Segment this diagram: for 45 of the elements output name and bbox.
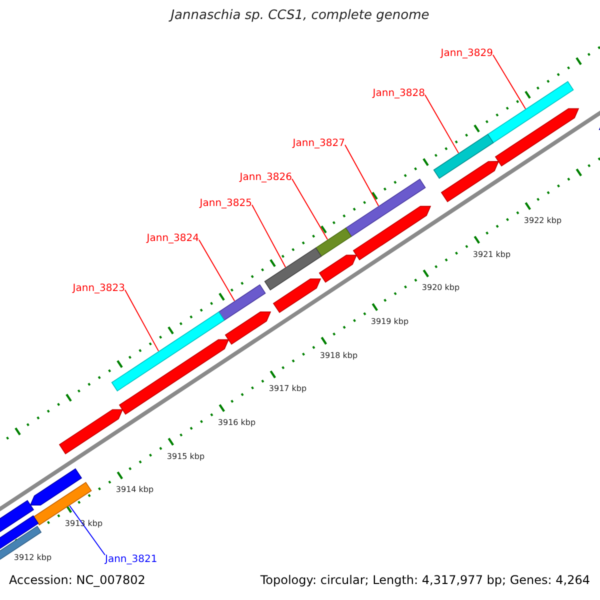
gene-label: Jann_3825: [200, 198, 252, 210]
gene-feature: [272, 278, 322, 314]
gene-feature: [30, 468, 82, 506]
gene-bar: [345, 178, 426, 237]
gene-feature: [494, 108, 580, 167]
leader-line: [69, 505, 106, 556]
gene-label: Jann_3826: [240, 172, 292, 184]
gene-feature: [0, 500, 34, 534]
scale-label: 3918 kbp: [320, 350, 358, 360]
scale-label: 3919 kbp: [370, 317, 409, 326]
scale-label: 3920 kbp: [422, 283, 460, 293]
gene-feature: [58, 409, 124, 454]
gene-bar: [218, 284, 266, 321]
footer-text: Accession: NC_007802: [9, 574, 146, 588]
scale-label: 3914 kbp: [116, 485, 154, 495]
scale-label: 3922 kbp: [524, 216, 562, 226]
gene-feature: [318, 254, 358, 283]
scale-label: 3921 kbp: [472, 250, 511, 259]
footer-text: Topology: circular; Length: 4,317,977 bp; Genes: 4,264: [260, 574, 590, 588]
gene-label: Jann_3821: [105, 554, 158, 566]
scale-label: 3916 kbp: [218, 418, 256, 428]
leader-line: [252, 204, 286, 268]
scale-label: 3915 kbp: [166, 452, 205, 461]
gene-label: Jann_3824: [146, 233, 199, 244]
gene-feature: [224, 312, 272, 345]
scale-label: 3917 kbp: [268, 384, 307, 394]
leader-line: [198, 239, 236, 302]
title: Jannaschia sp. CCS1, complete genome: [168, 9, 430, 24]
leader-line: [492, 54, 526, 110]
gene-bar: [487, 80, 574, 144]
gene-label: Jann_3828: [372, 88, 425, 100]
gene-label: Jann_3823: [72, 283, 125, 294]
leader-line: [292, 178, 328, 240]
gene-bar: [433, 134, 494, 179]
gene-bar: [315, 228, 352, 257]
gene-label: Jann_3829: [440, 48, 493, 60]
leader-line: [124, 289, 160, 352]
gene-feature: [440, 161, 500, 202]
gene-bar: [264, 247, 322, 290]
scale-label: 3912 kbp: [14, 552, 52, 562]
gene-label: Jann_3827: [292, 138, 345, 150]
gene-feature: [352, 206, 432, 260]
leader-line: [344, 144, 380, 206]
gene-bar: [111, 311, 225, 392]
gene-feature: [118, 339, 230, 415]
